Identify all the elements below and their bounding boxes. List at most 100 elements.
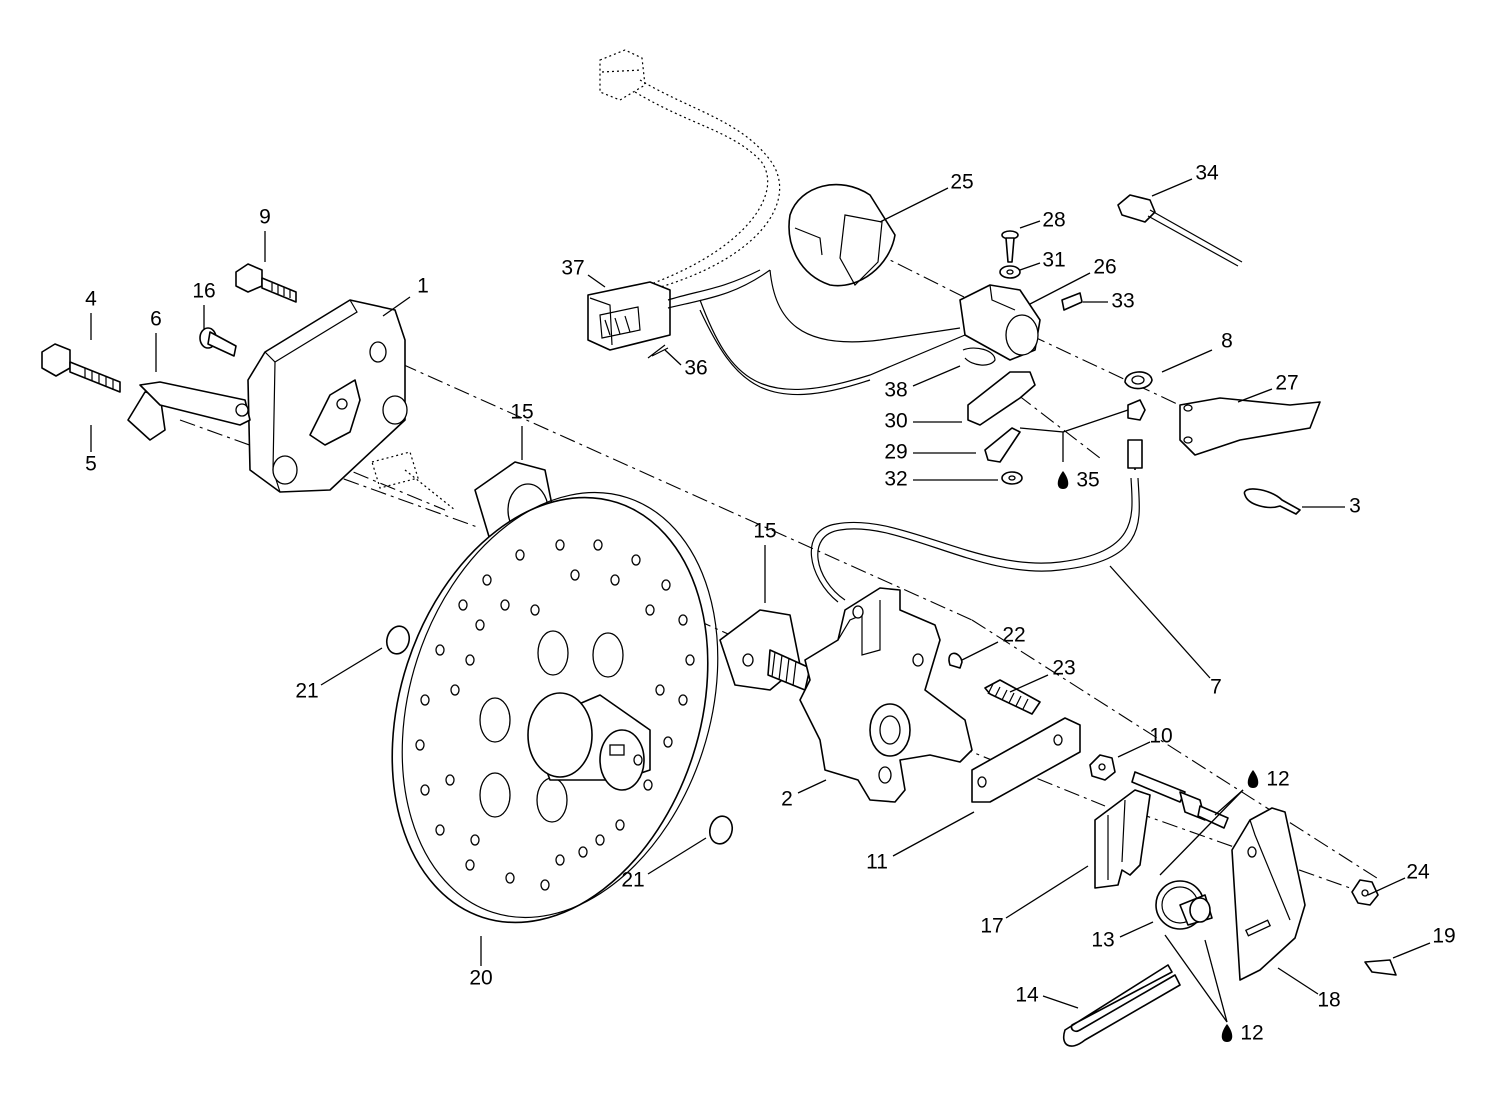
lube-callout-label-l35: 35 — [1076, 469, 1099, 492]
callout-label-c17: 17 — [980, 915, 1003, 938]
leader-line-c19 — [1392, 942, 1431, 959]
lubrication-callouts: 35 12 12 — [1057, 469, 1290, 1045]
bolt-4 — [41, 343, 121, 393]
leader-line-c38 — [912, 365, 961, 387]
callout-label-c32: 32 — [884, 468, 907, 491]
washer-32 — [1001, 471, 1023, 485]
spacer-15-lower — [719, 609, 811, 691]
callout-label-c2: 2 — [781, 788, 793, 811]
pin-14 — [1063, 964, 1181, 1047]
star-wheel-13 — [1155, 880, 1213, 930]
callout-label-c15b: 15 — [753, 520, 776, 543]
lever-30 — [967, 371, 1036, 426]
callout-label-c6: 6 — [150, 308, 162, 331]
brake-disc — [391, 491, 719, 924]
bolt-9 — [235, 263, 297, 303]
bracket-11 — [971, 717, 1081, 803]
callout-label-c38: 38 — [884, 379, 907, 402]
o-ring-21-upper — [385, 625, 411, 655]
leader-line-c21a — [320, 647, 383, 686]
nut-24 — [1351, 879, 1379, 906]
lever-17 — [1094, 789, 1151, 889]
callout-label-c24: 24 — [1406, 861, 1430, 884]
leader-line-c37 — [587, 274, 606, 288]
leader-line-c24 — [1367, 877, 1406, 896]
leader-line-c28 — [1019, 220, 1041, 229]
switch-cables — [699, 269, 966, 395]
connector-37 — [587, 269, 771, 351]
washer-31 — [999, 265, 1021, 279]
oil-drop-icon — [1057, 471, 1069, 489]
leader-line-c18 — [1277, 967, 1319, 995]
callout-label-c25: 25 — [950, 171, 973, 194]
callout-label-c5: 5 — [85, 453, 97, 476]
callout-label-c7: 7 — [1210, 676, 1222, 699]
callout-label-c30: 30 — [884, 410, 907, 433]
cable-tie-36 — [647, 344, 669, 359]
leader-line-c10 — [1117, 741, 1151, 758]
callout-label-c18: 18 — [1317, 989, 1340, 1012]
spring-23 — [984, 679, 1041, 715]
callout-label-c13: 13 — [1091, 929, 1114, 952]
callout-label-c20: 20 — [469, 967, 492, 990]
lube-callout-label-l12a: 12 — [1266, 768, 1289, 791]
callout-label-c27: 27 — [1275, 372, 1298, 395]
boot-25 — [788, 183, 896, 287]
callout-label-c23: 23 — [1052, 657, 1075, 680]
leader-line-c23 — [1009, 674, 1049, 693]
callout-label-c26: 26 — [1093, 256, 1116, 279]
callout-label-c4: 4 — [85, 288, 97, 311]
clip-6 — [127, 381, 251, 441]
cable-tie-3 — [1243, 488, 1301, 515]
sensor-34 — [1117, 194, 1243, 267]
callout-label-c16: 16 — [192, 280, 215, 303]
cable-7 — [810, 399, 1146, 603]
callout-label-c1: 1 — [417, 275, 429, 298]
leader-line-c36 — [664, 349, 682, 366]
callout-label-c34: 34 — [1195, 162, 1219, 185]
callout-label-c29: 29 — [884, 441, 907, 464]
leader-line-c34 — [1151, 178, 1193, 197]
switch-housing-26 — [959, 284, 1041, 361]
leader-line-c8 — [1161, 349, 1213, 373]
leader-line-c22 — [961, 641, 999, 661]
adjuster-screw — [1131, 771, 1229, 829]
nut-10 — [1089, 754, 1116, 781]
callout-label-c11: 11 — [866, 851, 888, 874]
callout-label-c3: 3 — [1349, 495, 1361, 518]
bracket-18 — [1231, 807, 1306, 981]
leader-line-c11 — [892, 811, 975, 857]
lever-29 — [984, 427, 1021, 463]
bolt-16 — [199, 327, 237, 357]
callout-label-c9: 9 — [259, 206, 271, 229]
callout-label-c31: 31 — [1042, 249, 1065, 272]
leader-line-c31 — [1019, 262, 1041, 271]
callout-label-c15a: 15 — [510, 401, 533, 424]
disc-ventilation-holes — [415, 539, 695, 891]
caliper-2 — [799, 587, 973, 803]
leader-line-c1 — [382, 296, 411, 317]
leader-line-c25 — [879, 187, 949, 223]
callout-leaders — [90, 178, 1431, 1009]
oil-drop-icon — [1221, 1024, 1233, 1042]
callout-label-c14: 14 — [1015, 984, 1039, 1007]
callout-label-c36: 36 — [684, 357, 707, 380]
callout-label-c28: 28 — [1042, 209, 1065, 232]
brake-pad-dotted — [371, 451, 456, 511]
leader-line-c13 — [1119, 921, 1154, 938]
circlip-8 — [1124, 371, 1153, 390]
callout-label-c37: 37 — [561, 257, 584, 280]
lube-callout-label-l12b: 12 — [1240, 1022, 1263, 1045]
callout-label-c8: 8 — [1221, 330, 1233, 353]
wire-harness-dotted — [599, 49, 781, 291]
leader-line-c26 — [1029, 272, 1091, 305]
spring-33 — [1061, 292, 1083, 311]
screw-28 — [1001, 230, 1019, 263]
leader-line-c7 — [1109, 565, 1211, 679]
o-ring-21-lower — [708, 815, 734, 845]
leader-line-c14 — [1042, 995, 1079, 1009]
leader-line-c21b — [647, 837, 707, 875]
brake-lever-27 — [1179, 397, 1321, 456]
callout-labels: 1234567891011131415151617181920212122232… — [85, 162, 1456, 1012]
